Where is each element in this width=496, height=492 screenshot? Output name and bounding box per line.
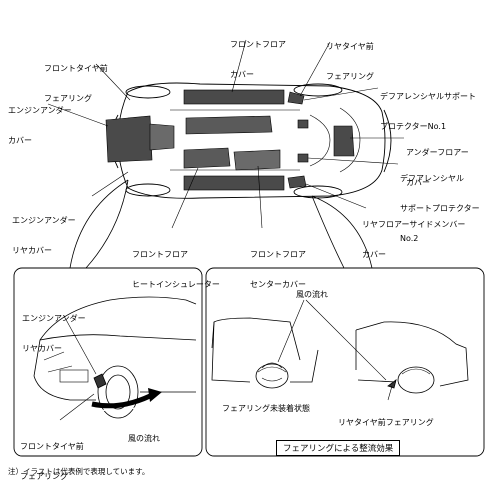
left-panel-frame: [13, 267, 203, 457]
footnote: 注）イラストは代表例で表現しています。: [8, 467, 150, 476]
right-panel-frame: [205, 267, 485, 457]
left-label-air-flow: 風の流れ: [128, 434, 160, 443]
right-label-without-fairing: フェアリング未装着状態: [222, 404, 310, 413]
label-front-floor-cover: フロントフロア カバー: [230, 40, 286, 79]
left-car-front-view: [33, 296, 197, 419]
label-diff-support-protector-2: デフアレンシヤル サポートプロテクター No.2: [400, 174, 480, 243]
label-under-floor-cover: アンダーフロアー カバー: [406, 148, 469, 187]
left-panel-leaders: [59, 315, 97, 421]
label-front-floor-center-cover: フロントフロア センターカバー: [250, 250, 306, 289]
leader-lines: [47, 39, 404, 229]
underbody-diagram: [13, 39, 485, 457]
label-engine-under-rear-cover: エンジンアンダー リヤカバー: [12, 216, 76, 255]
right-label-air-flow: 風の流れ: [296, 290, 328, 299]
left-label-engine-under-rear-cover: エンジンアンダー リヤカバー: [22, 314, 86, 353]
label-rear-floor-side-member-cover: リヤフロアーサイドメンバー カバー: [362, 220, 466, 259]
panel-connectors: [69, 179, 373, 269]
underbody-covers: [105, 89, 355, 191]
right-car-without-fairing: [211, 317, 319, 389]
label-front-tire-front-fairing: フロントタイヤ前 フェアリング: [44, 64, 108, 103]
label-engine-under-cover: エンジンアンダー カバー: [8, 106, 72, 145]
label-rear-tire-front-fairing: リヤタイヤ前 フェアリング: [326, 42, 374, 81]
label-front-floor-heat-insulator: フロントフロア ヒートインシュレーター: [132, 250, 220, 289]
air-flow-arrow-left: [91, 388, 162, 412]
left-label-front-tire-front-fairing: フロントタイヤ前 フェアリング: [20, 442, 84, 481]
label-diff-support-protector-1: デフアレンシヤルサポート プロテクターNo.1: [380, 92, 476, 131]
right-car-with-fairing: [355, 321, 469, 394]
right-panel-leaders: [277, 299, 393, 401]
right-label-rear-tire-front-fairing: リヤタイヤ前フェアリング: [338, 418, 434, 427]
right-panel-caption: フェアリングによる整流効果: [276, 440, 401, 456]
